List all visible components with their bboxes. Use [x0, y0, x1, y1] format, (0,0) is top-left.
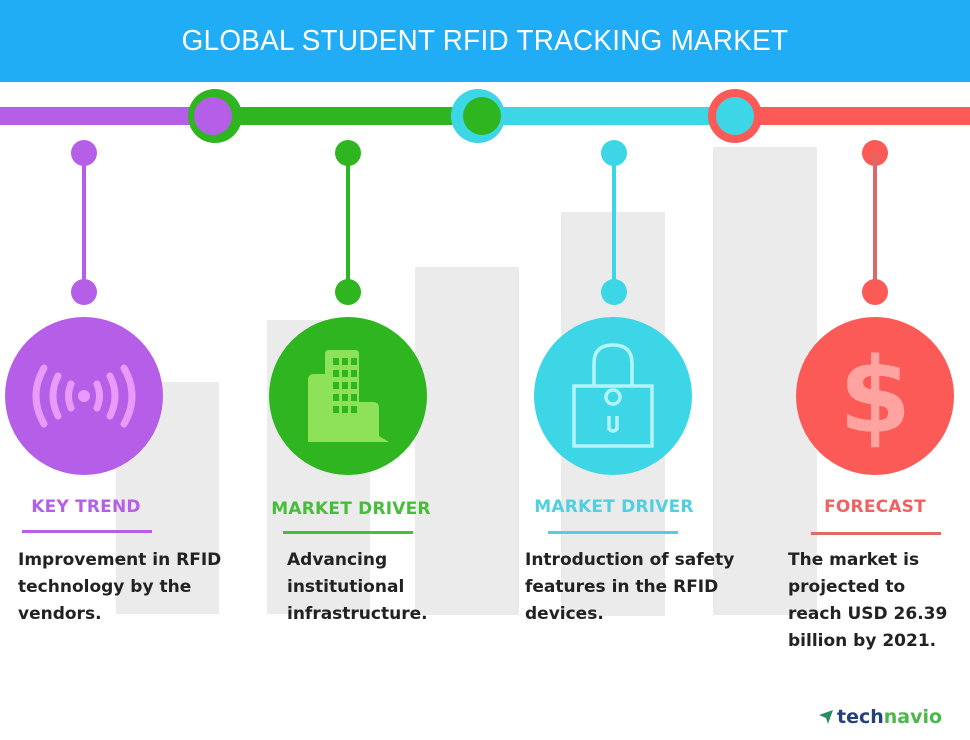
column-3-underline	[548, 531, 678, 534]
column-2-underline	[283, 531, 413, 534]
timeline-node-3	[708, 89, 762, 143]
column-4-label: FORECAST	[824, 497, 926, 517]
timeline-segment-red	[735, 107, 970, 125]
connector-stick-1	[82, 153, 86, 292]
connector-stick-2	[346, 153, 350, 292]
timeline-node-1	[188, 89, 242, 143]
timeline-node-2-core	[463, 97, 501, 135]
padlock-icon	[572, 343, 654, 448]
column-2-label: MARKET DRIVER	[271, 499, 431, 519]
logo-text-tech: tech	[837, 706, 884, 728]
logo-text-navio: navio	[883, 706, 943, 728]
connector-stick-4	[873, 153, 877, 292]
timeline-node-2	[451, 89, 505, 143]
dollar-icon: $	[838, 335, 912, 457]
connector-dot-bottom-4	[862, 279, 888, 305]
market-driver-1-circle	[269, 317, 427, 475]
building-icon	[308, 350, 389, 442]
key-trend-circle	[5, 317, 163, 475]
connector-stick-3	[612, 153, 616, 292]
market-driver-2-circle	[534, 317, 692, 475]
column-1-description: Improvement in RFID technology by the ve…	[18, 550, 222, 624]
timeline-node-1-core	[194, 97, 232, 135]
column-2-description: Advancing institutional infrastructure.	[287, 550, 428, 624]
forecast-circle: $	[796, 317, 954, 475]
column-4-description: The market is projected to reach USD 26.…	[788, 550, 948, 651]
timeline-segment-purple	[0, 107, 215, 125]
timeline-segment-green	[215, 107, 478, 125]
header-banner: GLOBAL STUDENT RFID TRACKING MARKET	[0, 0, 970, 82]
connector-dot-bottom-1	[71, 279, 97, 305]
rfid-signal-icon	[32, 364, 136, 428]
timeline-segment-cyan	[478, 107, 735, 125]
column-4-underline	[811, 532, 941, 535]
connector-dot-bottom-2	[335, 279, 361, 305]
column-1-label: KEY TREND	[31, 497, 141, 517]
page-title: GLOBAL STUDENT RFID TRACKING MARKET	[181, 24, 789, 57]
technavio-logo-icon	[819, 710, 833, 724]
column-3-label: MARKET DRIVER	[534, 497, 694, 517]
timeline-node-3-core	[716, 97, 754, 135]
background-bar-3	[415, 267, 519, 615]
column-3-description: Introduction of safety features in the R…	[525, 550, 735, 624]
column-1-underline	[22, 530, 152, 533]
connector-dot-bottom-3	[601, 279, 627, 305]
